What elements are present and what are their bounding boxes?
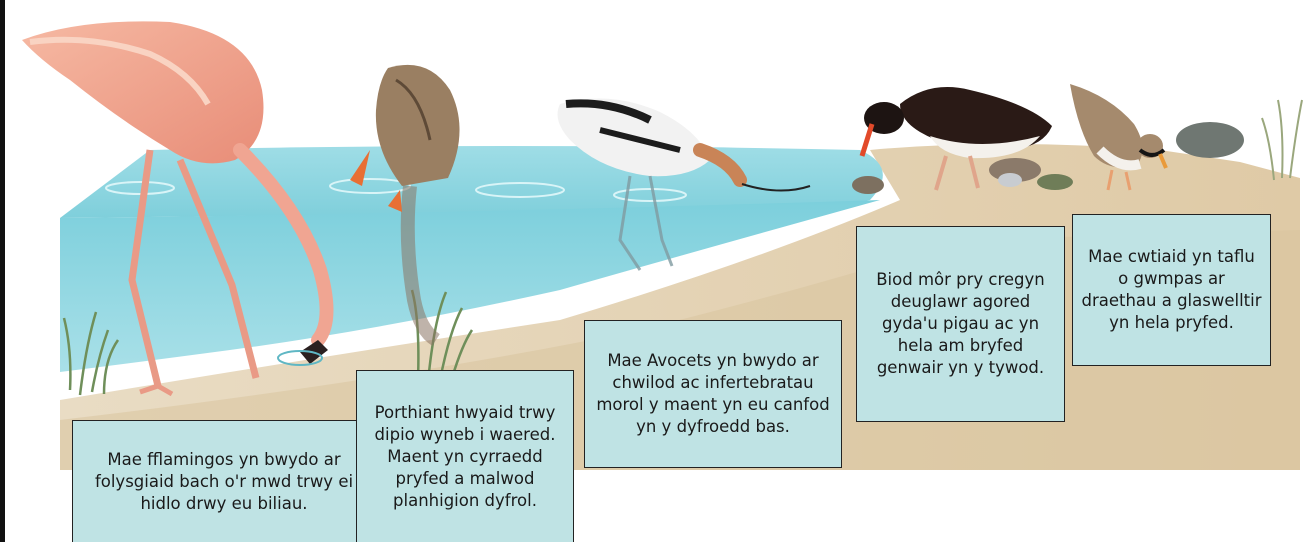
callout-duck-text: Porthiant hwyaid trwy dipio wyneb i waer… <box>365 402 565 512</box>
callout-avocet-text: Mae Avocets yn bwydo ar chwilod ac infer… <box>593 350 833 438</box>
callout-flamingo: Mae fflamingos yn bwydo ar folysgiaid ba… <box>72 420 376 542</box>
callout-duck: Porthiant hwyaid trwy dipio wyneb i waer… <box>356 370 574 542</box>
callout-plover: Mae cwtiaid yn taflu o gwmpas ar draetha… <box>1072 214 1271 366</box>
callout-avocet: Mae Avocets yn bwydo ar chwilod ac infer… <box>584 320 842 468</box>
callout-plover-text: Mae cwtiaid yn taflu o gwmpas ar draetha… <box>1081 246 1262 334</box>
callout-oystercatcher: Biod môr pry cregyn deuglawr agored gyda… <box>856 226 1065 422</box>
callout-flamingo-text: Mae fflamingos yn bwydo ar folysgiaid ba… <box>81 449 367 515</box>
callout-oystercatcher-text: Biod môr pry cregyn deuglawr agored gyda… <box>865 269 1056 379</box>
grass-right <box>1262 100 1302 180</box>
